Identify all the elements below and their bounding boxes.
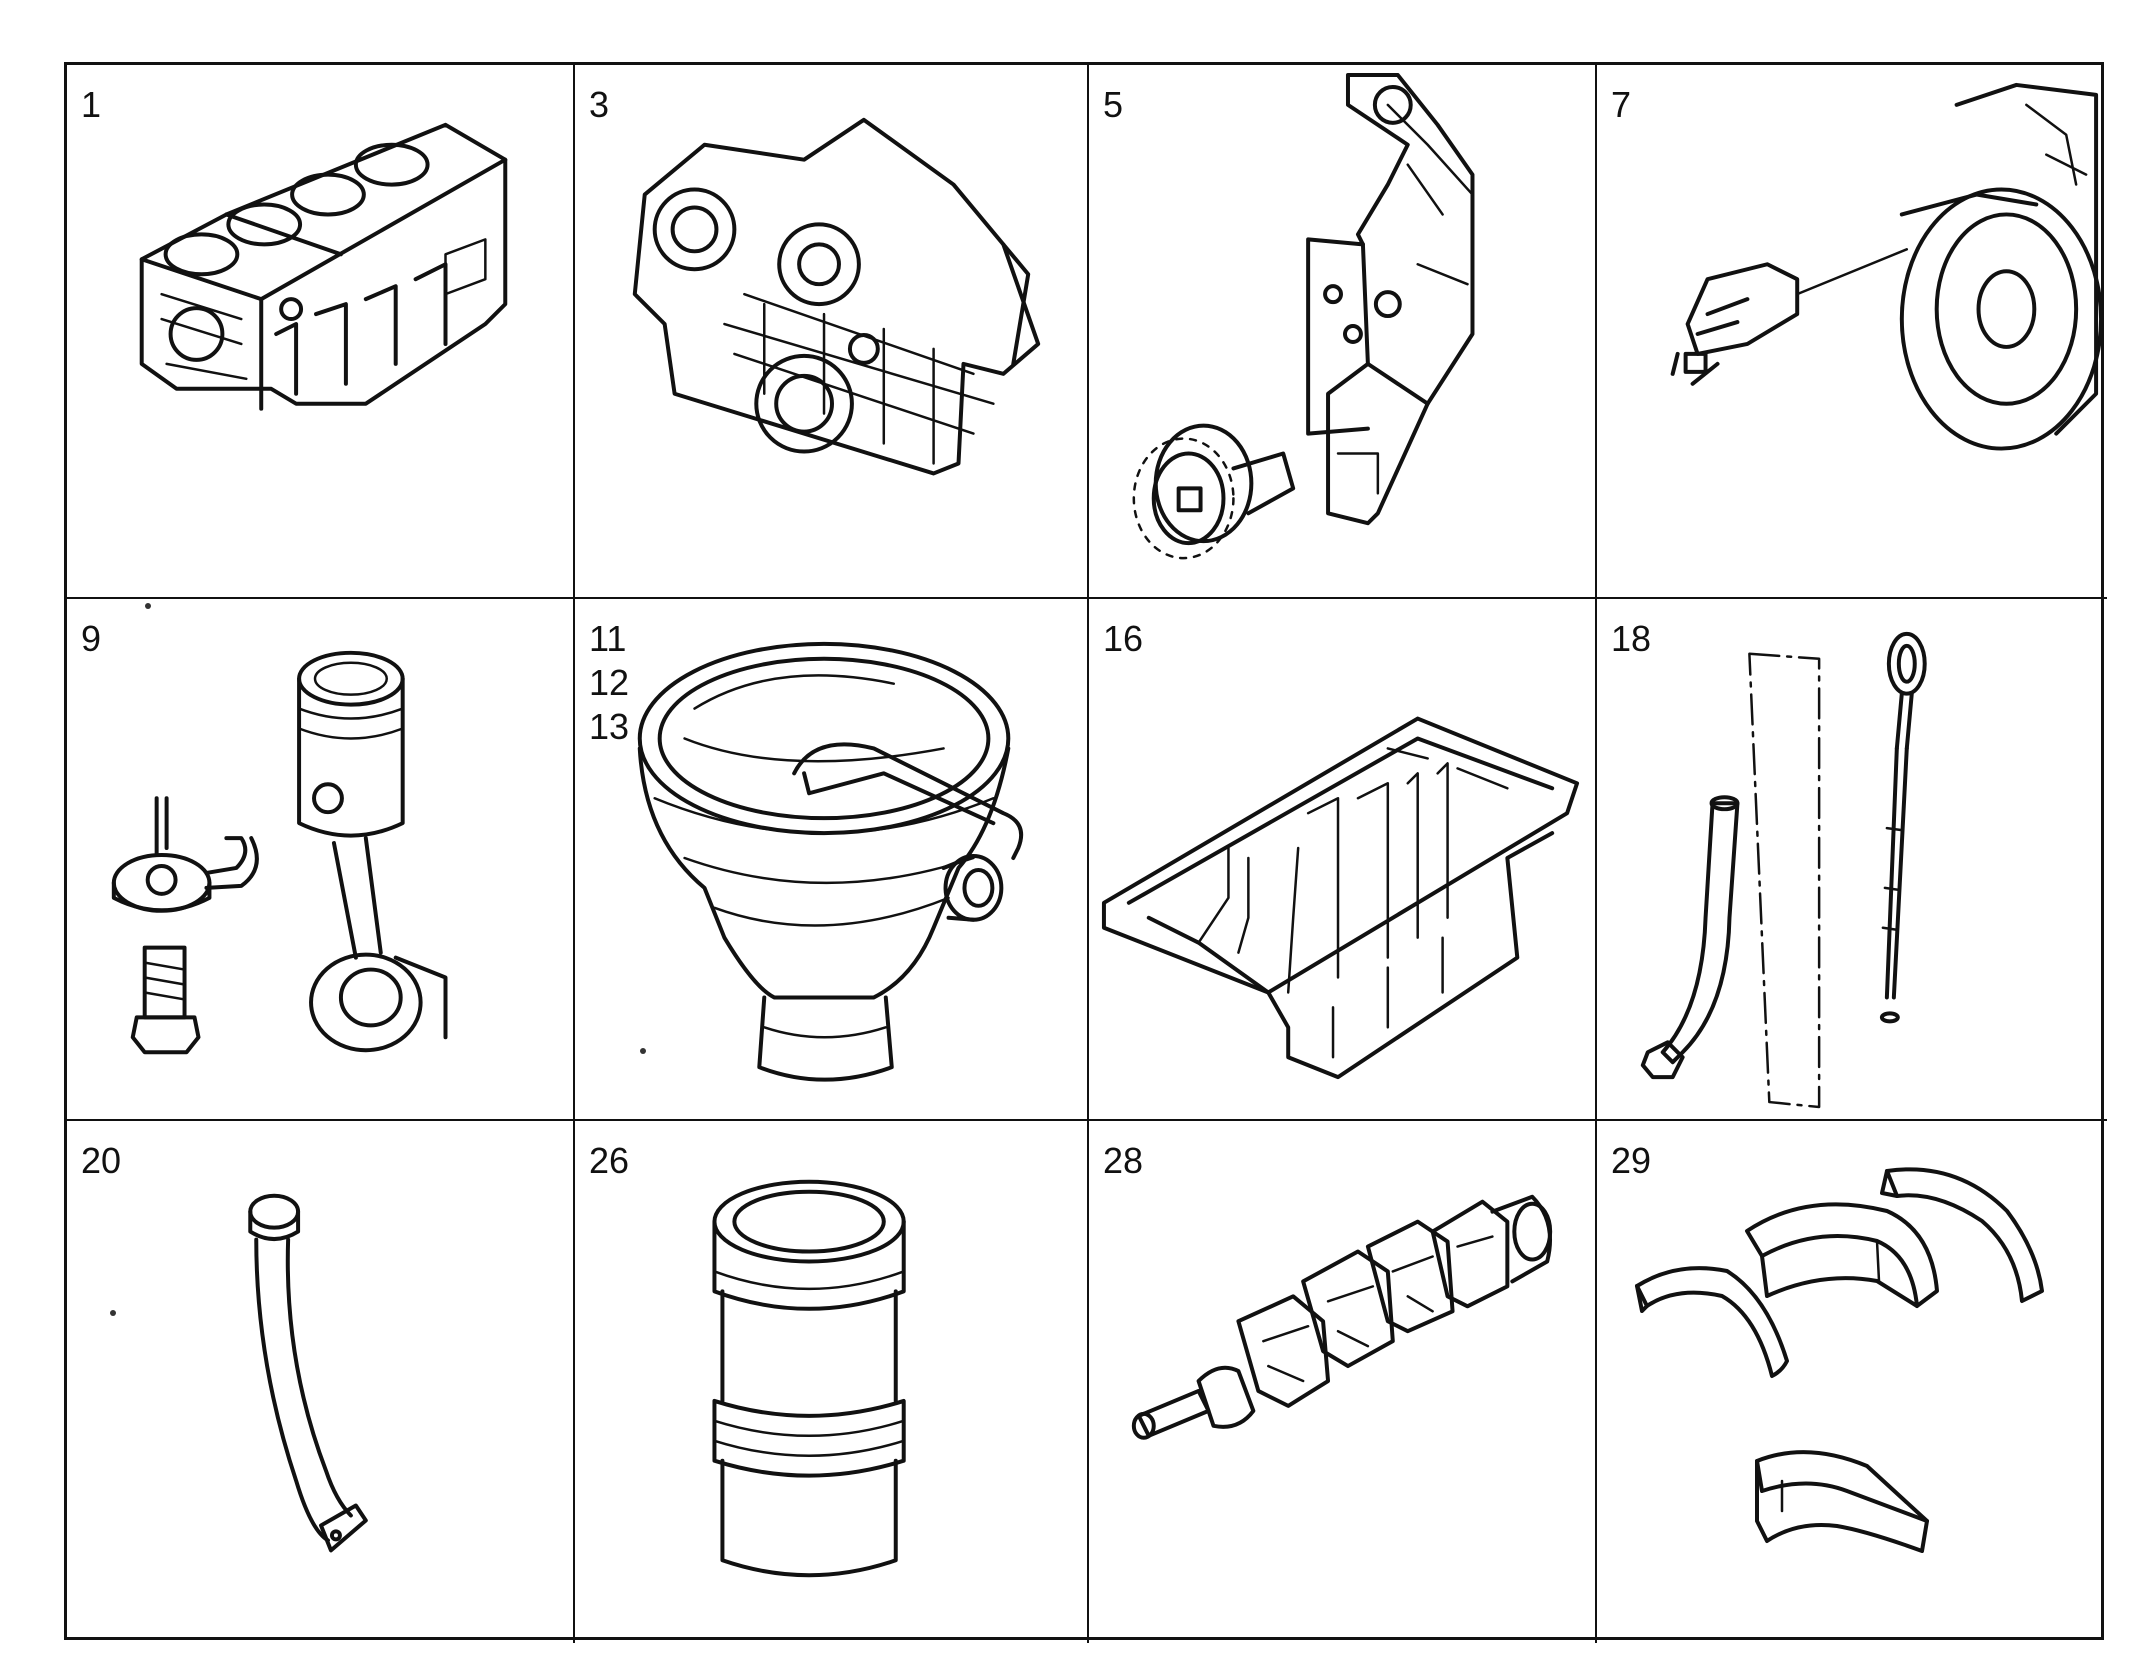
dipstick-icon bbox=[1640, 631, 1927, 1109]
part-number: 11 bbox=[589, 618, 627, 659]
part-cell-1[interactable]: 1 bbox=[67, 65, 575, 599]
part-label: 3 bbox=[589, 83, 609, 127]
oil-filter-housing-icon bbox=[637, 641, 1024, 1082]
scan-speck bbox=[110, 1310, 116, 1316]
part-label: 9 bbox=[81, 617, 101, 661]
part-cell-16[interactable]: 16 bbox=[1089, 599, 1597, 1121]
part-cell-29[interactable]: 29 bbox=[1597, 1121, 2107, 1643]
timing-cover-icon bbox=[632, 117, 1041, 476]
cylinder-liner-icon bbox=[712, 1179, 906, 1578]
bearing-shells-icon bbox=[1635, 1167, 2044, 1553]
part-label: 1 bbox=[81, 83, 101, 127]
part-number: 26 bbox=[589, 1140, 630, 1181]
part-label: 26 bbox=[589, 1139, 629, 1183]
part-number: 9 bbox=[81, 618, 102, 659]
part-label: 18 bbox=[1611, 617, 1651, 661]
part-label: 20 bbox=[81, 1139, 121, 1183]
cylinder-block-icon bbox=[139, 122, 508, 411]
part-label: 7 bbox=[1611, 83, 1631, 127]
parts-grid: 1 3 bbox=[64, 62, 2107, 1643]
part-number: 28 bbox=[1103, 1140, 1144, 1181]
part-label: 11 12 13 bbox=[589, 617, 629, 749]
part-number: 29 bbox=[1611, 1140, 1652, 1181]
piston-conrod-icon bbox=[111, 650, 448, 1055]
part-cell-18[interactable]: 18 bbox=[1597, 599, 2107, 1121]
oil-pan-icon bbox=[1101, 716, 1580, 1080]
part-number: 5 bbox=[1103, 84, 1124, 125]
sensor-flywheel-icon bbox=[1670, 82, 2104, 451]
part-cell-7[interactable]: 7 bbox=[1597, 65, 2107, 599]
part-label: 28 bbox=[1103, 1139, 1143, 1183]
part-number: 18 bbox=[1611, 618, 1652, 659]
oil-strainer-pipe-icon bbox=[248, 1193, 368, 1553]
idler-gear-icon bbox=[1132, 73, 1475, 560]
part-cell-9[interactable]: 9 bbox=[67, 599, 575, 1121]
part-cell-20[interactable]: 20 bbox=[67, 1121, 575, 1643]
part-number: 12 bbox=[589, 662, 630, 703]
part-number: 16 bbox=[1103, 618, 1144, 659]
part-number: 13 bbox=[589, 706, 630, 747]
part-cell-26[interactable]: 26 bbox=[575, 1121, 1089, 1643]
part-number: 1 bbox=[81, 84, 102, 125]
part-cell-11[interactable]: 11 12 13 bbox=[575, 599, 1089, 1121]
scan-speck bbox=[145, 603, 151, 609]
part-label: 5 bbox=[1103, 83, 1123, 127]
part-number: 20 bbox=[81, 1140, 122, 1181]
part-number: 7 bbox=[1611, 84, 1632, 125]
part-cell-28[interactable]: 28 bbox=[1089, 1121, 1597, 1643]
scan-speck bbox=[640, 1048, 646, 1054]
part-label: 16 bbox=[1103, 617, 1143, 661]
part-cell-3[interactable]: 3 bbox=[575, 65, 1089, 599]
part-number: 3 bbox=[589, 84, 610, 125]
crankshaft-icon bbox=[1131, 1194, 1553, 1440]
part-label: 29 bbox=[1611, 1139, 1651, 1183]
part-cell-5[interactable]: 5 bbox=[1089, 65, 1597, 599]
